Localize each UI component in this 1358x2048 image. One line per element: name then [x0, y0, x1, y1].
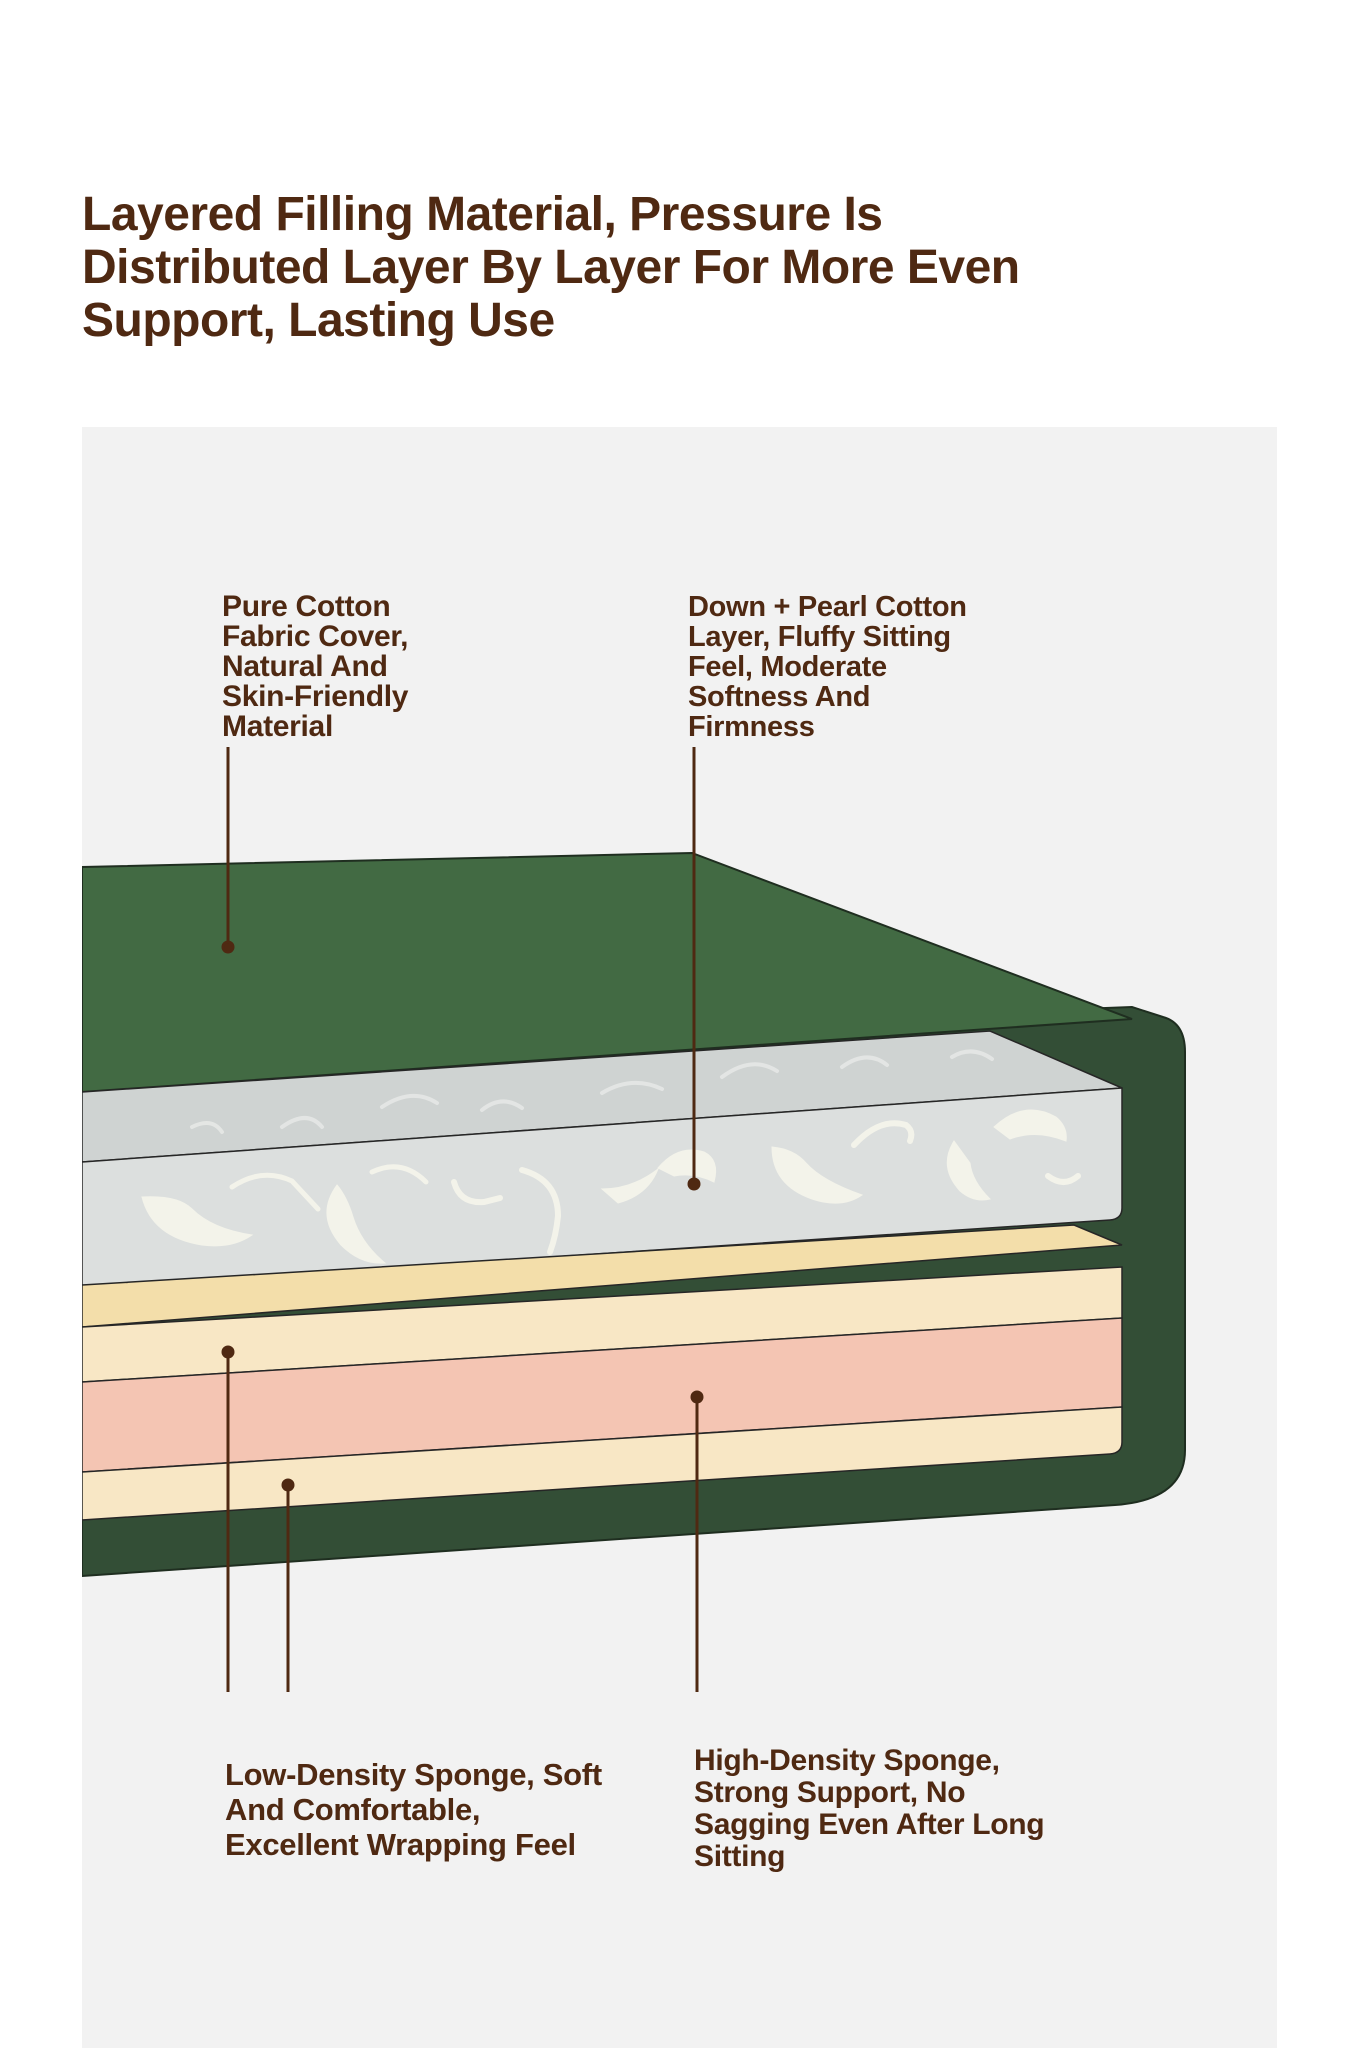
feather-icon — [141, 1109, 1081, 1264]
cushion-layers-diagram — [82, 747, 1186, 1692]
callout-dot-low-lower — [281, 1478, 295, 1492]
low-density-layer-top — [82, 1224, 1123, 1328]
label-cotton-cover: Pure Cotton Fabric Cover, Natural And Sk… — [222, 590, 409, 743]
cover-top — [82, 851, 1133, 1094]
page-title: Layered Filling Material, Pressure Is Di… — [82, 188, 1020, 347]
callout-dot-low-upper — [221, 1345, 235, 1359]
low-density-layer-lower — [82, 1406, 1123, 1521]
cushion-diagram-panel: Pure Cotton Fabric Cover, Natural And Sk… — [82, 427, 1277, 2048]
label-high-density-sponge: High-Density Sponge, Strong Support, No … — [694, 1744, 1045, 1873]
callout-dot-cover — [221, 940, 235, 954]
callout-dot-down — [687, 1177, 701, 1191]
label-low-density-sponge: Low-Density Sponge, Soft And Comfortable… — [225, 1757, 602, 1862]
feather-icon — [190, 1049, 994, 1134]
callout-dot-high — [690, 1390, 704, 1404]
label-down-pearl-cotton: Down + Pearl Cotton Layer, Fluffy Sittin… — [688, 591, 967, 743]
